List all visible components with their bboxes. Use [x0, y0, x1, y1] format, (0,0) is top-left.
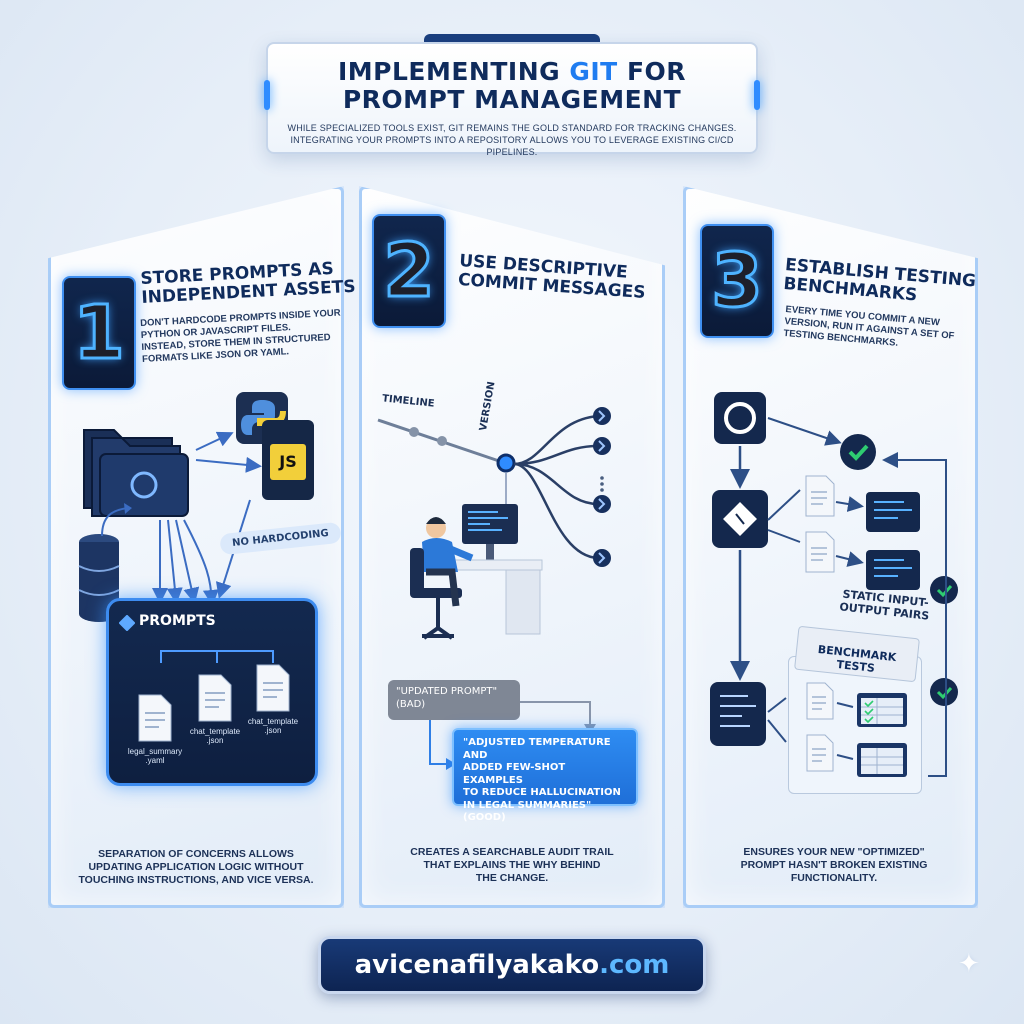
- code-editor-icon: [710, 682, 766, 746]
- document-icon: [198, 674, 232, 722]
- file-label: chat_template .json: [247, 717, 299, 735]
- git-icon: [119, 615, 135, 631]
- github-icon: [714, 392, 766, 444]
- file-label: legal_summary .yaml: [127, 747, 183, 765]
- good-commit-line: IN LEGAL SUMMARIES": [463, 799, 592, 811]
- bad-commit-text: "UPDATED PROMPT": [396, 686, 498, 697]
- good-commit-line: TO REDUCE HALLUCINATION: [463, 787, 621, 798]
- sparkle-icon: ✦: [958, 948, 980, 978]
- panel3-footer-line: PROMPT HASN'T BROKEN EXISTING: [740, 859, 928, 871]
- document-icon: [806, 734, 834, 772]
- good-commit-line: "ADJUSTED TEMPERATURE AND: [463, 737, 611, 761]
- website-name: avicenafilyakako: [354, 950, 600, 980]
- panel1-footer-line: SEPARATION OF CONCERNS ALLOWS: [98, 848, 294, 860]
- benchmark-tests-box: [788, 656, 922, 794]
- header-glow-left: [264, 80, 270, 110]
- prompts-repository: PROMPTS legal_summary .yaml chat_templat…: [106, 598, 318, 786]
- testing-pipeline-diagram: [710, 392, 958, 777]
- chevron-right-icon: [593, 437, 611, 455]
- code-editor-icon: [866, 492, 920, 532]
- database-arrow: [101, 503, 132, 537]
- check-circle-icon: [840, 434, 876, 470]
- step-number-3: 3: [700, 224, 774, 338]
- subtitle-line-2: INTEGRATING YOUR PROMPTS INTO A REPOSITO…: [290, 135, 734, 157]
- git-icon: [712, 490, 768, 548]
- benchmark-contents: [806, 682, 907, 777]
- branch-node-icon: [496, 453, 516, 473]
- website-link[interactable]: avicenafilyakako.com: [318, 936, 706, 994]
- header-card: IMPLEMENTING GIT FOR PROMPT MANAGEMENT W…: [264, 42, 760, 157]
- panel2-footer-line: THAT EXPLAINS THE WHY BEHIND: [423, 859, 601, 871]
- panel2-footer-line: CREATES A SEARCHABLE AUDIT TRAIL: [410, 846, 614, 858]
- version-timeline-diagram: [377, 407, 611, 567]
- good-commit-tag: (GOOD): [463, 812, 506, 823]
- good-commit-message: "ADJUSTED TEMPERATURE AND ADDED FEW-SHOT…: [452, 728, 638, 823]
- panel2-footer: CREATES A SEARCHABLE AUDIT TRAIL THAT EX…: [372, 846, 652, 885]
- page-title-line1: IMPLEMENTING GIT FOR: [268, 58, 756, 86]
- good-commit-line: ADDED FEW-SHOT EXAMPLES: [463, 762, 566, 786]
- developer-at-desk-icon: [410, 504, 543, 640]
- page-subtitle: WHILE SPECIALIZED TOOLS EXIST, GIT REMAI…: [268, 122, 756, 158]
- folder-stack-icon: [83, 429, 189, 517]
- javascript-file-icon: JS: [262, 420, 314, 500]
- document-icon: [256, 664, 290, 712]
- test-table-icon: [857, 693, 907, 727]
- document-icon: [805, 531, 835, 573]
- panel3-footer-line: ENSURES YOUR NEW "OPTIMIZED": [743, 846, 925, 858]
- chevron-right-icon: [593, 549, 611, 567]
- chevron-right-icon: [593, 495, 611, 513]
- document-icon: [806, 682, 834, 720]
- step-number-2: 2: [372, 214, 446, 328]
- step-number-1: 1: [62, 276, 136, 390]
- javascript-icon: JS: [270, 444, 306, 480]
- github-icon: [130, 471, 158, 499]
- chevron-right-icon: [593, 407, 611, 425]
- prompts-branch-lines: [160, 650, 274, 663]
- subtitle-line-1: WHILE SPECIALIZED TOOLS EXIST, GIT REMAI…: [287, 123, 737, 133]
- panel1-footer-line: UPDATING APPLICATION LOGIC WITHOUT: [88, 861, 304, 873]
- code-editor-icon: [866, 550, 920, 590]
- document-icon: [138, 694, 172, 742]
- panel1-footer: SEPARATION OF CONCERNS ALLOWS UPDATING A…: [56, 848, 336, 887]
- check-circle-icon: [930, 678, 958, 706]
- panel1-footer-line: TOUCHING INSTRUCTIONS, AND VICE VERSA.: [78, 874, 314, 886]
- test-table-icon: [857, 743, 907, 777]
- database-icon: [78, 534, 120, 622]
- check-circle-icon: [930, 576, 958, 604]
- website-tld: .com: [599, 950, 670, 980]
- panel3-footer: ENSURES YOUR NEW "OPTIMIZED" PROMPT HASN…: [696, 846, 972, 885]
- document-icon: [805, 475, 835, 517]
- bad-commit-tag: (BAD): [396, 699, 426, 710]
- bad-commit-message: "UPDATED PROMPT" (BAD): [388, 680, 520, 720]
- page-title-line2: PROMPT MANAGEMENT: [342, 85, 682, 114]
- title-text-git: GIT: [569, 57, 618, 86]
- title-text-a: IMPLEMENTING: [337, 57, 570, 86]
- file-label: chat_template .json: [189, 727, 241, 745]
- panel3-footer-line: FUNCTIONALITY.: [790, 872, 878, 884]
- header-glow-right: [754, 80, 760, 110]
- prompts-title: PROMPTS: [139, 613, 216, 629]
- panel2-footer-line: THE CHANGE.: [475, 872, 549, 884]
- title-text-c: FOR: [617, 57, 687, 86]
